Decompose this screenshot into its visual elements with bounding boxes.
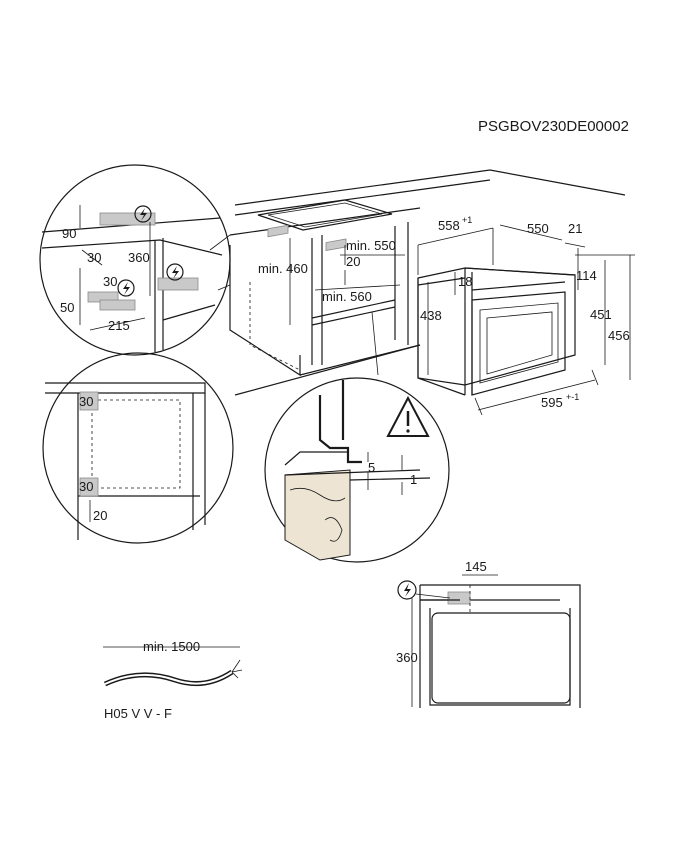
- socket-position-diagram: 145 360: [396, 559, 581, 708]
- dim-30-top: 30: [87, 250, 101, 265]
- electric-hazard-icon: [134, 205, 152, 223]
- dim-5: 5: [368, 460, 375, 475]
- kitchen-cabinet-illustration: min. 550 min. 460 20 min. 560: [209, 169, 626, 396]
- dim-30-side-top: 30: [79, 394, 93, 409]
- electric-hazard-icon: [166, 263, 184, 281]
- cable-zone-marker: [267, 224, 289, 238]
- dim-145: 145: [465, 559, 487, 574]
- dim-min-560: min. 560: [322, 289, 372, 304]
- dim-558: 558: [438, 218, 460, 233]
- document-code: PSGBOV230DE00002: [478, 118, 629, 135]
- dim-550: 550: [527, 221, 549, 236]
- dim-360: 360: [128, 250, 150, 265]
- dim-30-lower: 30: [103, 274, 117, 289]
- dim-456: 456: [608, 328, 630, 343]
- dim-50: 50: [60, 300, 74, 315]
- dim-215: 215: [108, 318, 130, 333]
- dim-114: 114: [576, 268, 597, 283]
- dim-21: 21: [568, 221, 582, 236]
- oven-illustration: 558 +1 550 21 114 18 438 451 456 595 +-1: [417, 215, 635, 416]
- detail-circle-side-clearance: 30 30 20: [42, 352, 234, 544]
- dim-451: 451: [590, 307, 612, 322]
- cable-type-label: H05 V V - F: [104, 706, 172, 721]
- dim-558-tolerance: +1: [462, 215, 472, 225]
- dim-18: 18: [458, 274, 472, 289]
- dim-min-460: min. 460: [258, 261, 308, 276]
- electric-hazard-icon: [117, 279, 135, 297]
- dim-min-550: min. 550: [346, 238, 396, 253]
- dim-90: 90: [62, 226, 76, 241]
- dim-20-cabinet: 20: [346, 254, 360, 269]
- dim-20-side: 20: [93, 508, 107, 523]
- detail-circle-mounting-gap: 5 1: [264, 377, 450, 563]
- dim-595: 595: [541, 395, 563, 410]
- electric-hazard-icon: [397, 580, 417, 600]
- dim-360-socket: 360: [396, 650, 418, 665]
- detail-circle-socket-position: 90 30 360 30 50 215: [39, 164, 231, 356]
- cable-length-label: min. 1500: [143, 639, 200, 654]
- dim-1: 1: [410, 472, 417, 487]
- dim-438: 438: [420, 308, 442, 323]
- dim-30-side-bottom: 30: [79, 479, 93, 494]
- dim-595-tolerance: +-1: [566, 392, 579, 402]
- power-cable-diagram: min. 1500 H05 V V - F: [103, 639, 243, 721]
- warning-triangle-icon: [386, 395, 430, 437]
- cable-zone-marker: [325, 238, 347, 251]
